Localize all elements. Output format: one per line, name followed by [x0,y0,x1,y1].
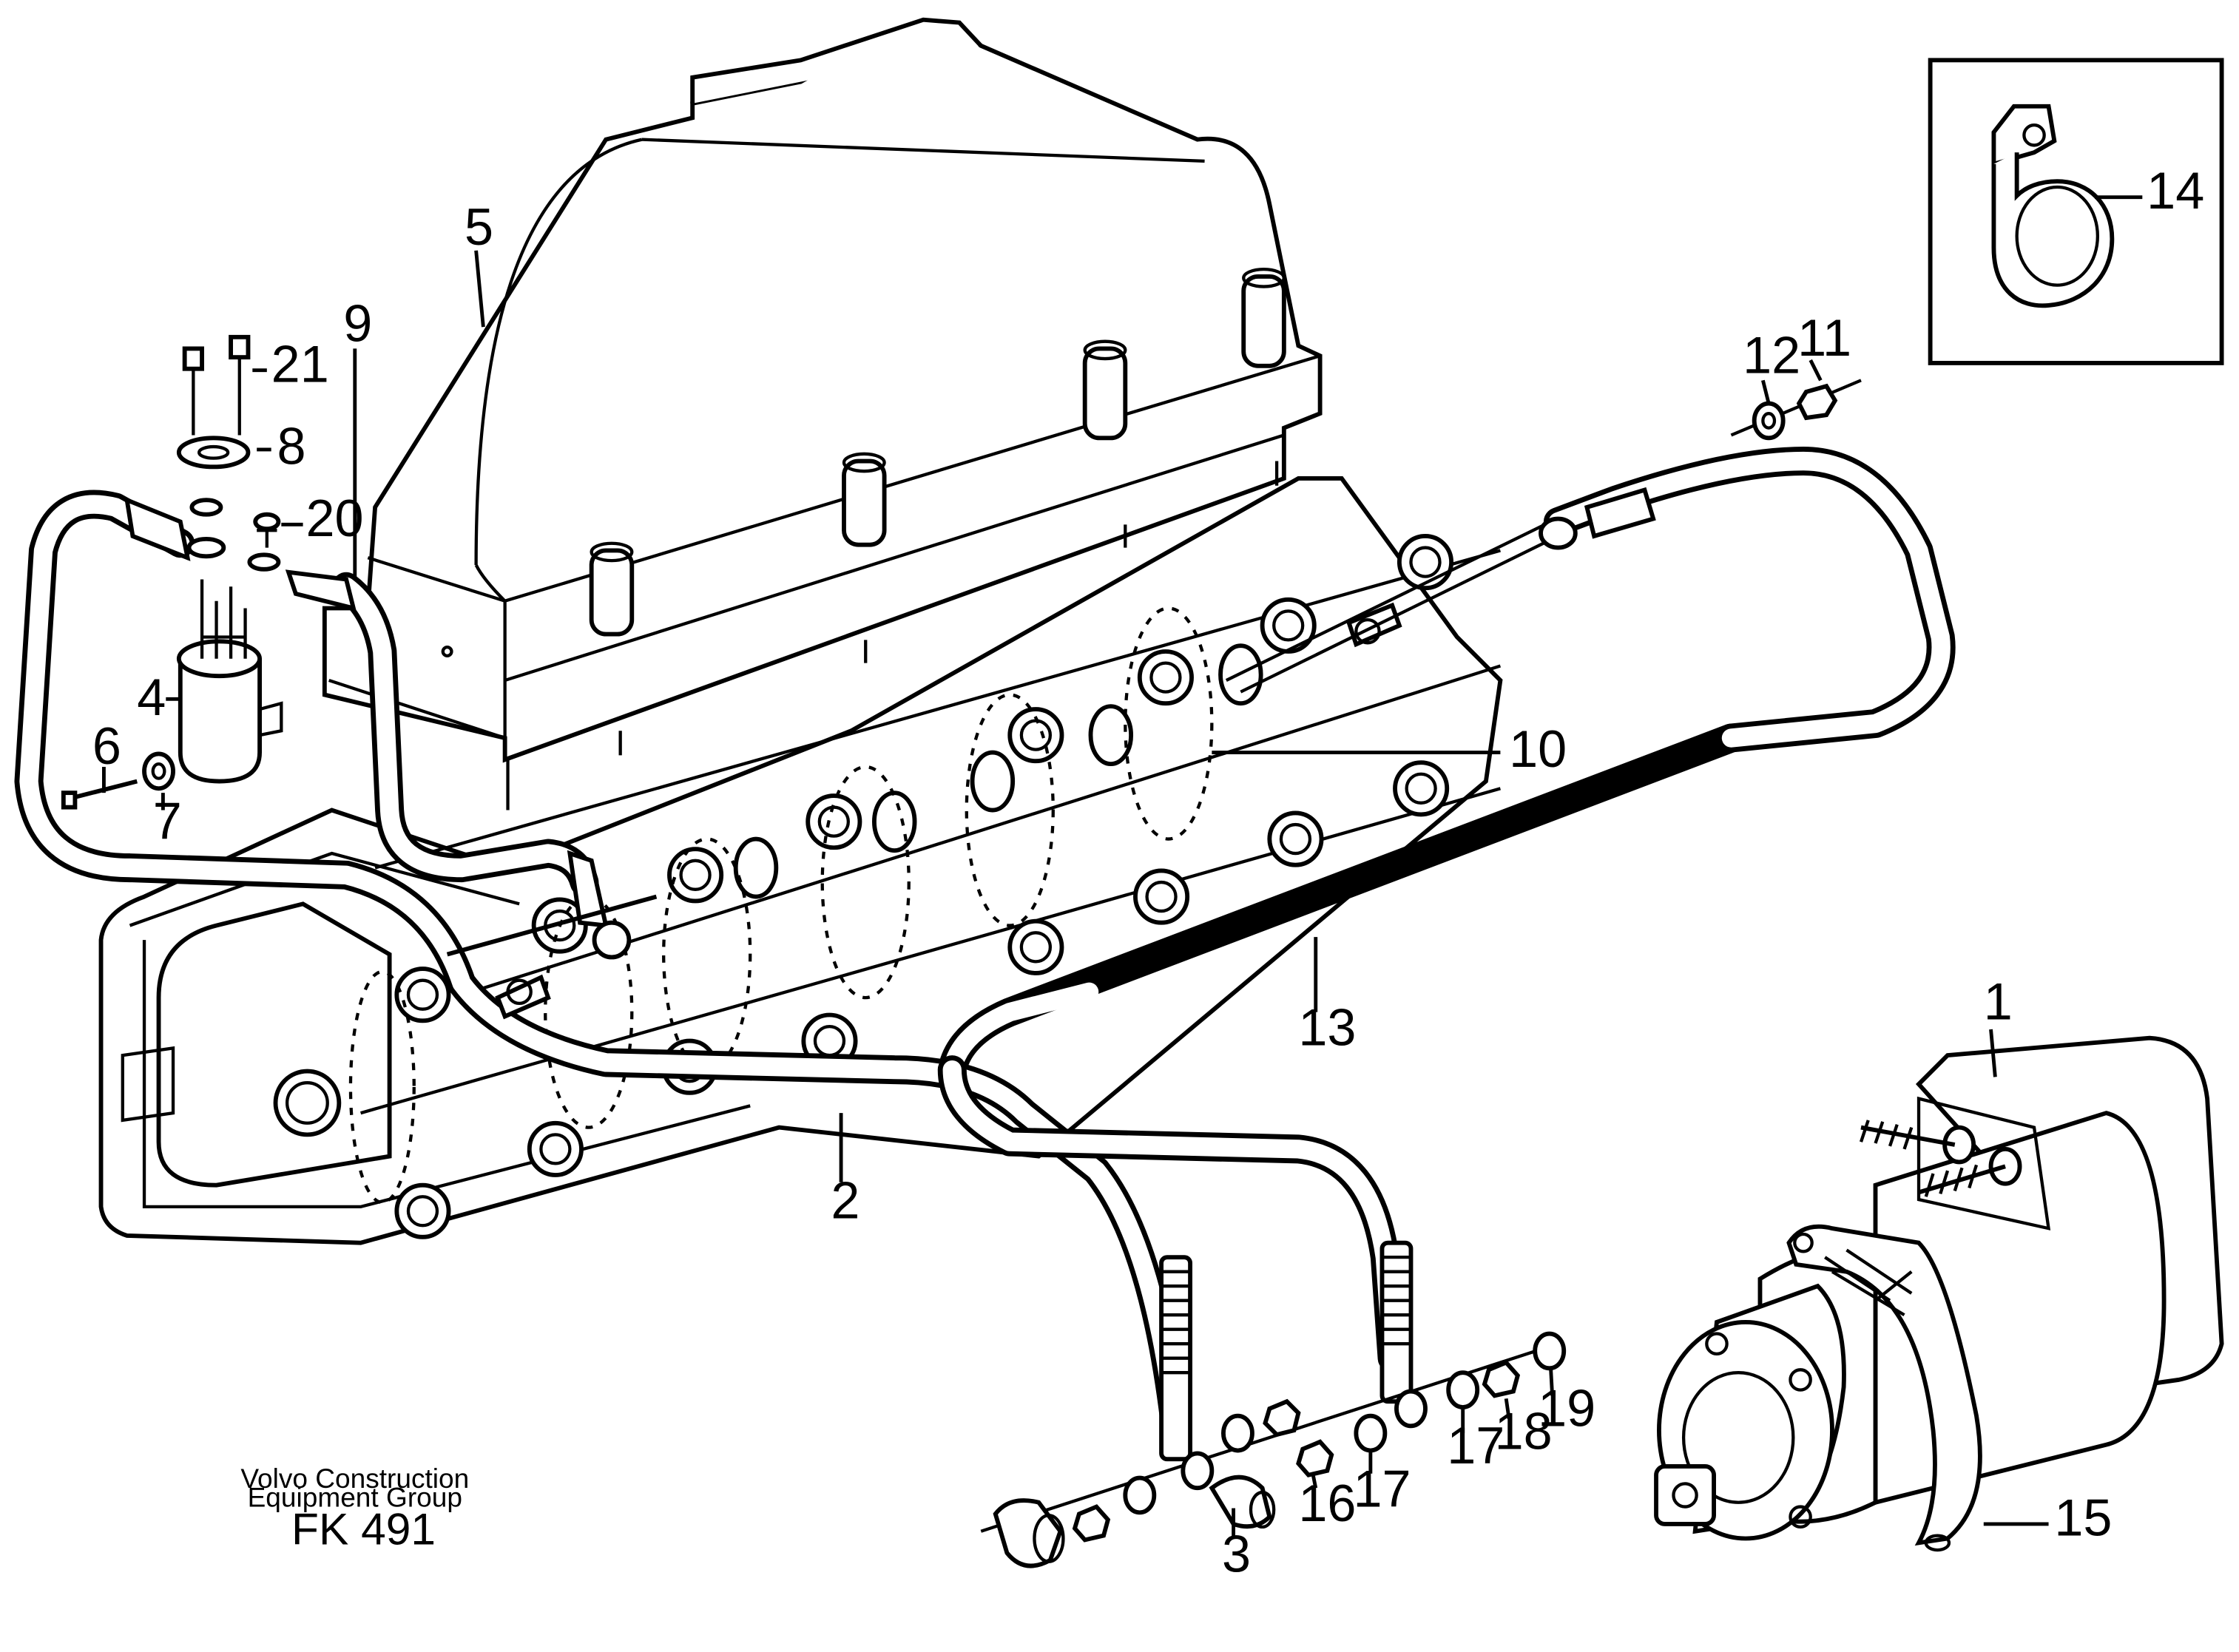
starter-motor-1 [1654,1035,2224,1552]
label-6: 6 [92,717,121,775]
inset-clamp-detail [1928,58,2224,365]
label-2: 2 [831,1171,860,1230]
credit-line-2: Equipment Group [248,1482,462,1513]
label-5: 5 [465,197,493,256]
label-3: 3 [1222,1524,1251,1582]
label-13: 13 [1298,998,1356,1056]
label-15: 15 [2054,1489,2112,1547]
leader-lines [101,195,2143,1539]
label-4: 4 [137,668,166,726]
label-17-right: 17 [1447,1416,1505,1475]
credit-block: Volvo Construction Equipment Group FK 49… [240,1463,469,1554]
label-19: 19 [1538,1378,1595,1437]
bolts-21 [176,334,281,572]
credit-line-1: Volvo Construction [240,1463,469,1494]
label-1: 1 [1984,972,2013,1030]
label-20: 20 [305,489,363,547]
label-7: 7 [153,792,182,850]
manifold-terminals [446,516,1578,1020]
label-18: 18 [1495,1402,1553,1460]
drawing-code: FK 491 [291,1503,436,1554]
part-labels: 1 2 3 4 5 6 7 8 9 10 11 12 13 14 15 16 1… [92,161,2204,1582]
label-10: 10 [1509,720,1567,778]
valve-cover [322,17,1323,810]
label-11: 11 [1797,308,1851,367]
label-16: 16 [1298,1474,1356,1532]
label-9: 9 [343,294,372,353]
label-21: 21 [271,334,329,393]
label-17-left: 17 [1353,1460,1411,1518]
label-8: 8 [277,416,305,475]
label-12: 12 [1743,326,1800,385]
nut-11-washer-12 [1730,379,1862,441]
label-14: 14 [2147,161,2204,220]
relay-4 [176,579,283,784]
terminal-hardware [980,1331,1567,1568]
cable-2 [14,487,1656,1462]
